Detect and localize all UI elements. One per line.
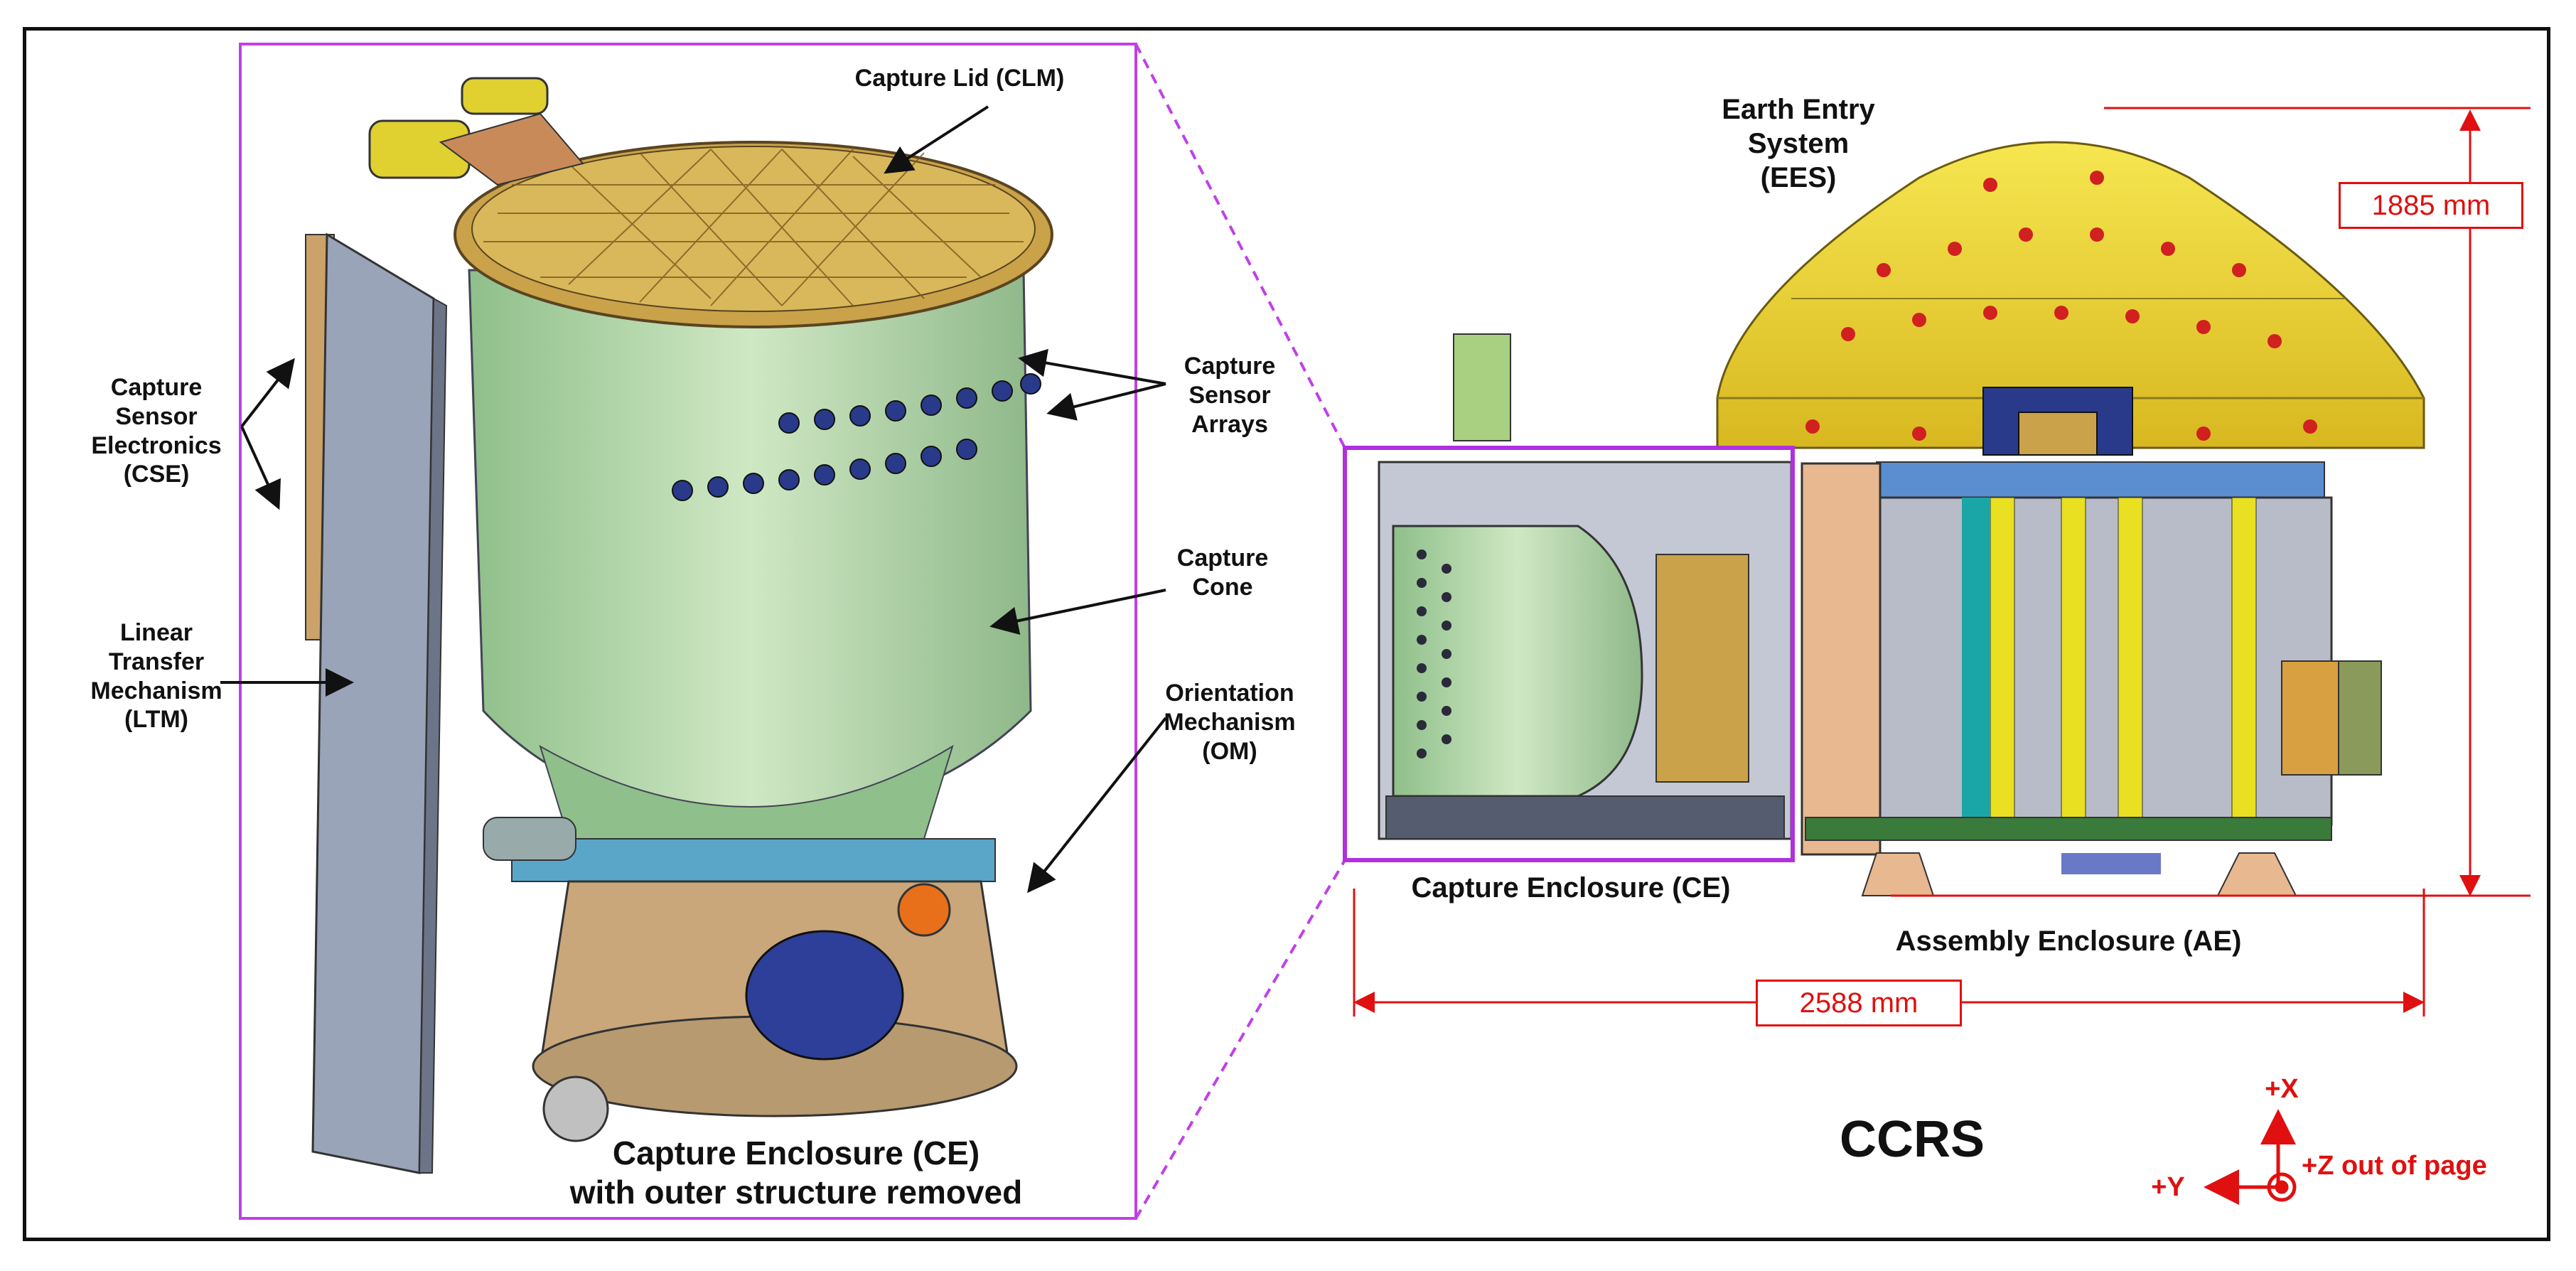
caption-ce-removed: Capture Enclosure (CE)with outer structu… [569, 1135, 1023, 1211]
axis-z-label: +Z out of page [2302, 1151, 2487, 1181]
capture-cone-body [468, 269, 1032, 882]
assembly-enclosure [1800, 461, 2382, 896]
axis-x-label: +X [2265, 1074, 2299, 1104]
ce-highlight-box [1343, 446, 1795, 862]
callout-line-top [1134, 43, 1346, 449]
capture-lid [454, 141, 1053, 328]
label-ce: Capture Enclosure (CE) [1411, 872, 1731, 903]
coordinate-axes [2204, 1109, 2297, 1205]
axis-y-label: +Y [2151, 1172, 2185, 1202]
callout-line-bottom [1134, 859, 1346, 1220]
capture-enclosure [1378, 333, 1793, 840]
detail-highlight-box [239, 43, 1137, 1220]
dimension-height: 1885 mm [2339, 182, 2523, 229]
lid-hinge-mechanism [368, 77, 584, 186]
leader-lines-left [220, 105, 1167, 894]
dimension-width: 2588 mm [1756, 980, 1962, 1026]
orientation-mechanism [483, 817, 1018, 1142]
label-capture-lid: Capture Lid (CLM) [854, 65, 1065, 92]
figure-frame [23, 27, 2550, 1241]
label-ccrs: CCRS [1839, 1111, 1985, 1168]
label-ae: Assembly Enclosure (AE) [1895, 926, 2242, 957]
ltm-panel [305, 232, 448, 1174]
sensor-rings [672, 373, 1041, 501]
ees-dome [1716, 141, 2425, 456]
